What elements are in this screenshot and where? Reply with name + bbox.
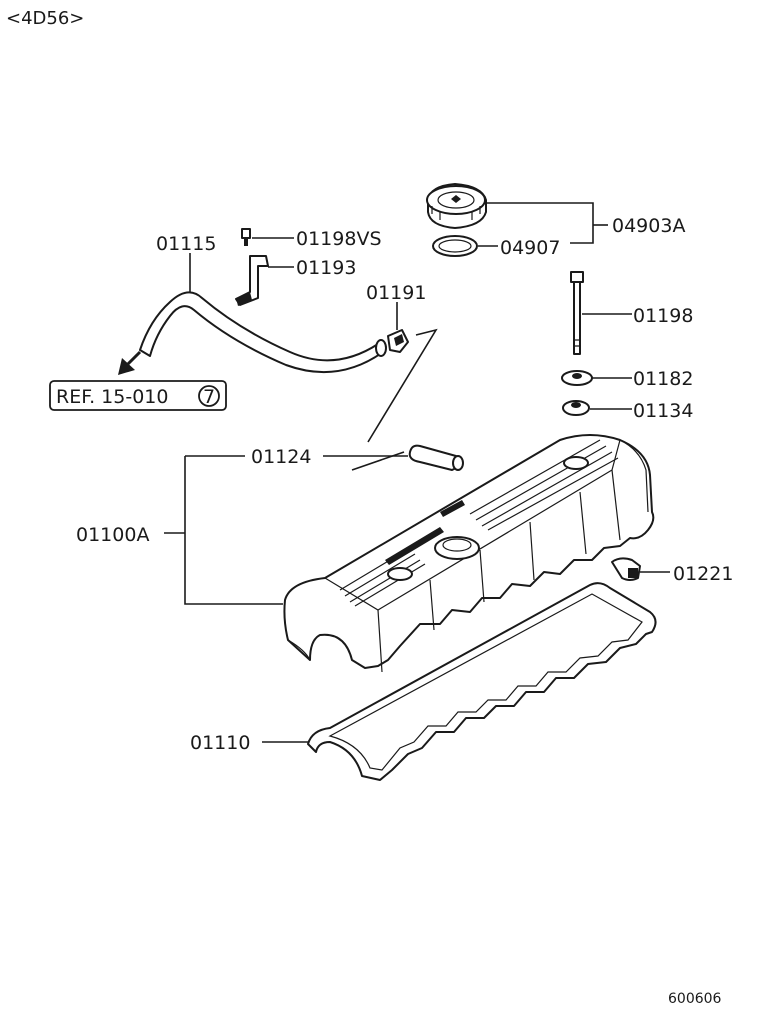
oil-cap[interactable] bbox=[426, 183, 487, 229]
half-moon-plug[interactable] bbox=[611, 557, 641, 581]
hose-bracket[interactable] bbox=[235, 255, 269, 306]
cap-gasket-ring[interactable] bbox=[432, 235, 478, 257]
cover-gasket[interactable] bbox=[307, 582, 657, 781]
ref-box[interactable]: REF. 15-010 7 bbox=[49, 380, 227, 411]
drawing-code: 600606 bbox=[668, 991, 722, 1007]
ref-arrow-icon bbox=[118, 350, 142, 375]
label-01100A: 01100A bbox=[76, 524, 149, 546]
rocker-cover[interactable] bbox=[283, 434, 655, 673]
label-01134: 01134 bbox=[633, 400, 693, 422]
label-04907: 04907 bbox=[500, 237, 560, 259]
long-bolt[interactable] bbox=[570, 271, 584, 355]
engine-code: <4D56> bbox=[6, 8, 84, 29]
pcv-valve[interactable] bbox=[387, 329, 409, 353]
label-01110: 01110 bbox=[190, 732, 250, 754]
washer[interactable] bbox=[561, 370, 593, 386]
label-01198VS: 01198VS bbox=[296, 228, 382, 250]
label-01221: 01221 bbox=[673, 563, 733, 585]
grommet[interactable] bbox=[562, 400, 590, 416]
label-01124: 01124 bbox=[251, 446, 311, 468]
label-01115: 01115 bbox=[156, 233, 216, 255]
ref-text: REF. 15-010 bbox=[56, 386, 168, 408]
label-01193: 01193 bbox=[296, 257, 356, 279]
breather-elbow[interactable] bbox=[408, 444, 464, 471]
ref-circle-number: 7 bbox=[203, 386, 215, 408]
label-01198: 01198 bbox=[633, 305, 693, 327]
breather-hose[interactable] bbox=[139, 291, 387, 374]
label-01182: 01182 bbox=[633, 368, 693, 390]
small-bolt[interactable] bbox=[241, 228, 251, 246]
label-04903A: 04903A bbox=[612, 215, 685, 237]
label-01191: 01191 bbox=[366, 282, 426, 304]
